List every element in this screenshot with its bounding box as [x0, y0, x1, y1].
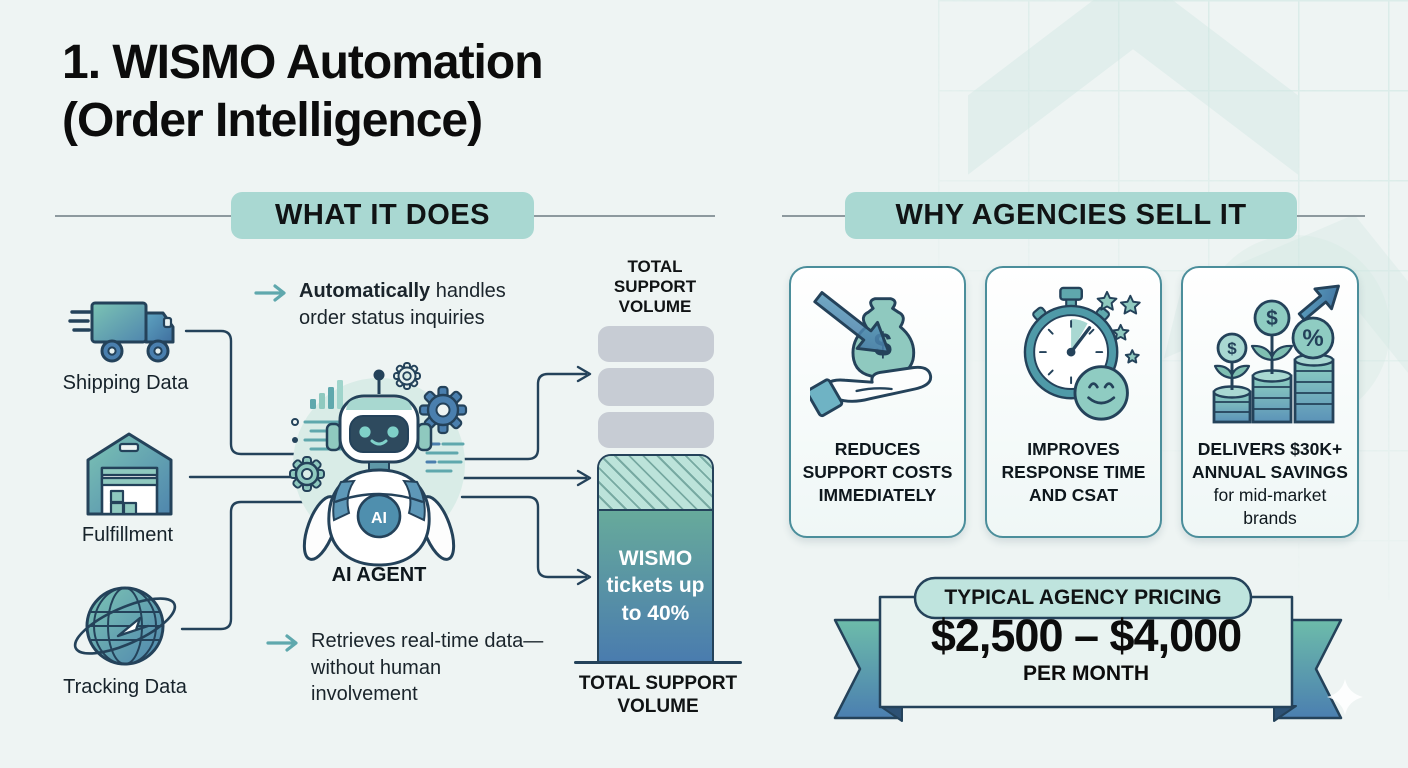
- bullet-retrieves-text: Retrieves real-time data—without human i…: [311, 630, 544, 706]
- mini-bar-chart-icon: [310, 380, 343, 409]
- pricing-period: PER MONTH: [1023, 662, 1149, 685]
- robot-shoulder: [332, 479, 356, 522]
- warehouse-icon: [86, 432, 173, 516]
- cost-reduction-hand-icon: $: [809, 291, 932, 418]
- ai-robot-illustration: AI: [289, 362, 468, 567]
- stars: [1096, 290, 1141, 364]
- benefit-card-savings: $ $ % DELIVERS $30K+ ANNUAL SAVINGS for …: [1181, 266, 1359, 538]
- bar-baseline: [574, 661, 742, 664]
- connector-tracking: [180, 500, 307, 631]
- benefit-bold: DELIVERS $30K+ ANNUAL SAVINGS: [1192, 439, 1348, 483]
- bullet-retrieves: Retrieves real-time data—without human i…: [266, 628, 546, 708]
- savings-growth-icon: $ $ %: [1212, 284, 1340, 424]
- benefit-bold: IMPROVES RESPONSE TIME AND CSAT: [1001, 439, 1146, 506]
- gear-icon: [393, 362, 421, 390]
- gray-ticket-block: [598, 326, 714, 362]
- pricing-range: $2,500 – $4,000: [930, 610, 1242, 661]
- pricing-ribbon: [833, 576, 1343, 722]
- stopwatch-csat-icon: [1023, 286, 1141, 421]
- page-title: 1. WISMO Automation (Order Intelligence): [62, 34, 544, 149]
- benefit-bold: REDUCES SUPPORT COSTS IMMEDIATELY: [802, 439, 953, 506]
- benefit-card-text: REDUCES SUPPORT COSTS IMMEDIATELY: [799, 438, 956, 507]
- wismo-bar-label: WISMO tickets up to 40%: [599, 511, 712, 661]
- data-lines-right: [425, 442, 465, 473]
- arrowhead: [576, 568, 592, 586]
- robot-smile: [370, 439, 388, 446]
- robot-head-band: [346, 398, 412, 410]
- teal-arrow-icon: [266, 634, 298, 652]
- benefit-card-text: IMPROVES RESPONSE TIME AND CSAT: [995, 438, 1152, 507]
- benefit-card-costs: $ REDUCES SUPPORT COSTS IMMEDIATELY: [789, 266, 966, 538]
- sparkle-icon: [1327, 679, 1363, 715]
- source-label-shipping: Shipping Data: [62, 372, 189, 394]
- dollar-glyph: $: [1227, 339, 1237, 358]
- bullet-automatically-text: Automatically handles order status inqui…: [299, 278, 522, 331]
- dot: [291, 418, 299, 426]
- truck-icon: [68, 301, 175, 363]
- agent-label: AI AGENT: [331, 564, 427, 586]
- gear-icon: [418, 385, 468, 435]
- source-label-fulfillment: Fulfillment: [81, 524, 174, 546]
- ribbon-badge-pill: [913, 576, 1253, 620]
- arrow-to-volume: [460, 372, 588, 461]
- gray-ticket-block: [598, 412, 714, 448]
- robot-ai-badge-text: AI: [371, 510, 387, 527]
- dollar-glyph: $: [1266, 307, 1278, 330]
- benefit-card-text: DELIVERS $30K+ ANNUAL SAVINGS for mid-ma…: [1191, 438, 1349, 530]
- robot-ear: [325, 422, 342, 452]
- wismo-bar-hatch-segment: [599, 456, 712, 511]
- robot-eye: [387, 426, 399, 438]
- robot-eye: [359, 426, 371, 438]
- robot-ai-badge: [356, 493, 402, 539]
- arrow-to-wismo: [460, 495, 588, 579]
- pricing-badge-label: TYPICAL AGENCY PRICING: [944, 586, 1222, 609]
- what-it-does-header: WHAT IT DOES: [231, 192, 534, 239]
- bar-top-label: TOTAL SUPPORT VOLUME: [613, 257, 697, 317]
- arrowhead: [576, 469, 592, 487]
- source-label-tracking: Tracking Data: [63, 676, 187, 698]
- robot-visor: [349, 415, 409, 453]
- bullet-automatically: Automatically handles order status inqui…: [254, 278, 522, 331]
- bullet-bold: Automatically: [299, 280, 431, 302]
- bar-bottom-label: TOTAL SUPPORT VOLUME: [578, 673, 738, 717]
- robot-shoulder: [402, 479, 426, 522]
- teal-arrow-icon: [254, 284, 286, 302]
- benefit-normal: for mid-market brands: [1213, 485, 1327, 529]
- wismo-bar: WISMO tickets up to 40%: [597, 454, 714, 663]
- page-title-line1: 1. WISMO Automation: [62, 36, 544, 89]
- gear-icon: [289, 456, 325, 492]
- robot-ear: [416, 422, 433, 452]
- robot-antenna-tip: [373, 369, 385, 381]
- arrowhead: [576, 365, 592, 383]
- benefit-card-response: IMPROVES RESPONSE TIME AND CSAT: [985, 266, 1162, 538]
- why-agencies-header: WHY AGENCIES SELL IT: [845, 192, 1297, 239]
- page-title-line2: (Order Intelligence): [62, 93, 483, 147]
- percent-glyph: %: [1302, 325, 1323, 352]
- dot: [292, 437, 298, 443]
- bullet-rest: handles order status inquiries: [299, 280, 506, 329]
- globe-icon: [73, 586, 177, 666]
- connector-shipping: [184, 329, 307, 456]
- gray-ticket-block: [598, 368, 714, 406]
